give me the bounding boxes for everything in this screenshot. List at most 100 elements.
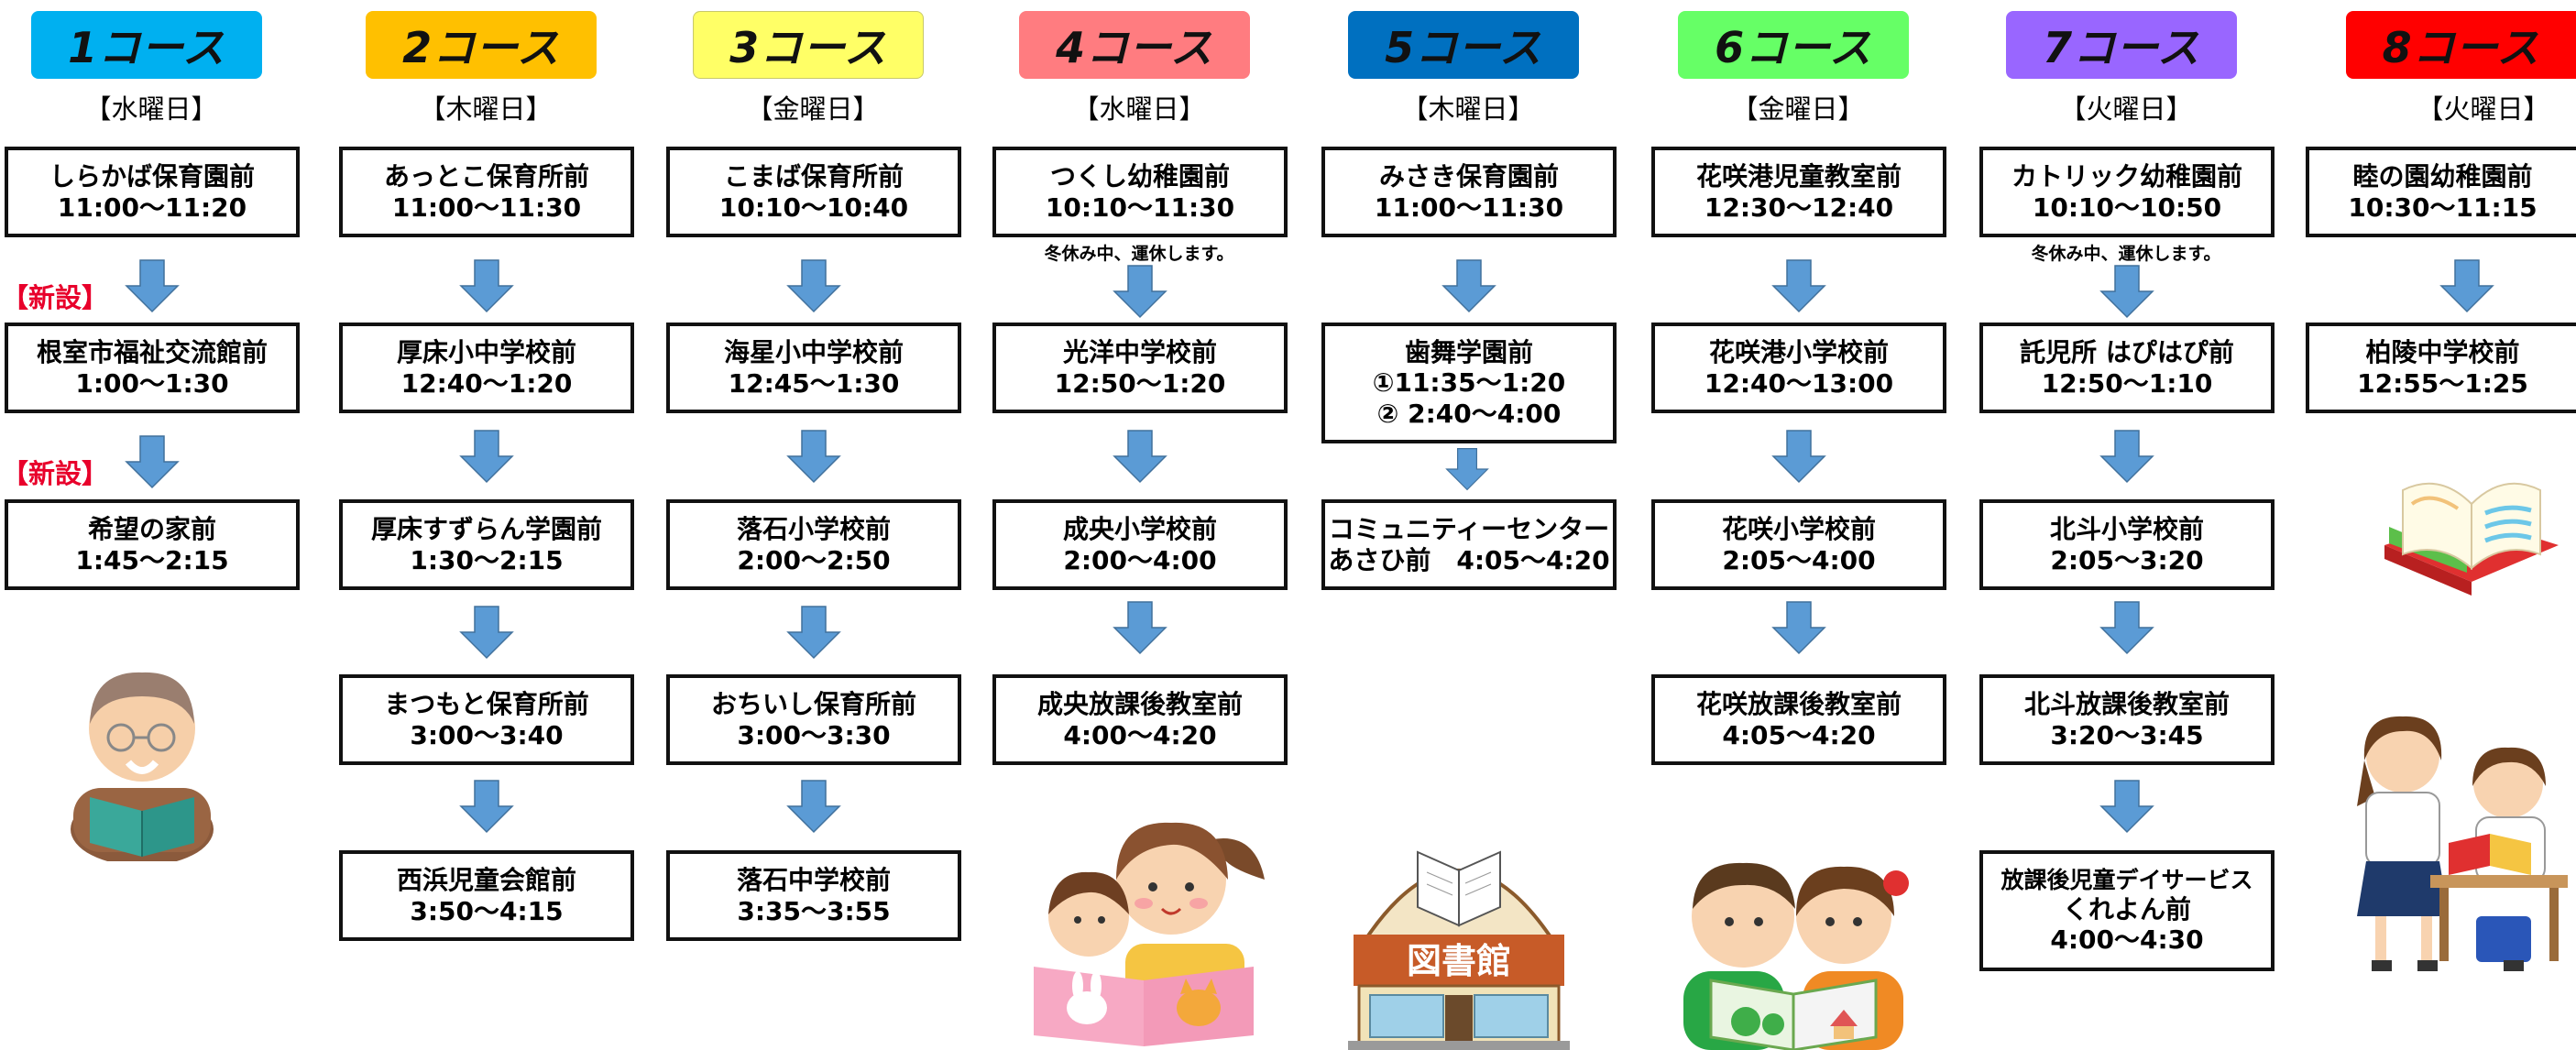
stop-name: 花咲港小学校前 — [1708, 337, 1889, 368]
open-book-icon — [2384, 482, 2559, 596]
stop-name-2: あさひ前 4:05〜4:20 — [1328, 544, 1610, 575]
course-7: 7コース 【火曜日】 カトリック幼稚園前 10:10〜10:50 冬休み中、運休… — [1975, 0, 2277, 1050]
stop-name: 海星小中学校前 — [723, 337, 904, 368]
course-8-day: 【火曜日】 — [2417, 93, 2550, 125]
course-6-day: 【金曜日】 — [1731, 93, 1865, 125]
students-reading-icon — [2357, 716, 2568, 971]
course-7-stop-5: 放課後児童デイサービス くれよん前 4:00〜4:30 — [1979, 850, 2275, 971]
course-2-stop-5: 西浜児童会館前 3:50〜4:15 — [339, 850, 634, 941]
course-7-badge: 7コース — [2006, 11, 2237, 79]
course-1-stop-2: 根室市福祉交流館前 1:00〜1:30 — [5, 323, 300, 413]
stop-name: 放課後児童デイサービス — [2001, 867, 2253, 894]
down-arrow-icon — [2439, 258, 2494, 313]
suspension-note: 冬休み中、運休します。 — [2031, 244, 2221, 264]
stop-time: 2:00〜2:50 — [737, 544, 891, 575]
course-2-stop-1: あっとこ保育所前 11:00〜11:30 — [339, 147, 634, 237]
course-7-stop-3: 北斗小学校前 2:05〜3:20 — [1979, 499, 2275, 590]
course-3-stop-3: 落石小学校前 2:00〜2:50 — [666, 499, 961, 590]
down-arrow-icon — [459, 605, 514, 660]
down-arrow-icon — [1771, 600, 1826, 655]
stop-time: 12:55〜1:25 — [2357, 367, 2528, 399]
down-arrow-icon — [786, 605, 841, 660]
stop-name: 希望の家前 — [87, 514, 216, 545]
stop-time: 1:30〜2:15 — [410, 544, 564, 575]
course-4-stop-2: 光洋中学校前 12:50〜1:20 — [992, 323, 1288, 413]
stop-time: 10:30〜11:15 — [2348, 191, 2538, 223]
elderly-reading-icon — [71, 672, 214, 861]
course-3-stop-2: 海星小中学校前 12:45〜1:30 — [666, 323, 961, 413]
course-2-stop-3: 厚床すずらん学園前 1:30〜2:15 — [339, 499, 634, 590]
stop-name: 歯舞学園前 — [1404, 337, 1533, 368]
course-3-stop-1: こまば保育所前 10:10〜10:40 — [666, 147, 961, 237]
stop-name: つくし幼稚園前 — [1049, 161, 1230, 192]
stop-time: 12:45〜1:30 — [728, 367, 900, 399]
stop-name: みさき保育園前 — [1378, 161, 1559, 192]
course-1-badge: 1コース — [31, 11, 262, 79]
stop-name: カトリック幼稚園前 — [2011, 161, 2242, 192]
course-5-stop-1: みさき保育園前 11:00〜11:30 — [1321, 147, 1617, 237]
stop-name: 厚床小中学校前 — [396, 337, 576, 368]
stop-name: あっとこ保育所前 — [383, 161, 589, 192]
course-5: 5コース 【木曜日】 みさき保育園前 11:00〜11:30 歯舞学園前 ①11… — [1317, 0, 1619, 1050]
down-arrow-icon — [459, 258, 514, 313]
stop-name: 西浜児童会館前 — [396, 865, 576, 896]
course-6-stop-1: 花咲港児童教室前 12:30〜12:40 — [1651, 147, 1946, 237]
stop-name: まつもと保育所前 — [384, 689, 589, 720]
down-arrow-icon — [2099, 429, 2154, 484]
course-5-day: 【木曜日】 — [1401, 93, 1535, 125]
course-4: 4コース 【水曜日】 つくし幼稚園前 10:10〜11:30 冬休み中、運休しま… — [988, 0, 1290, 1050]
down-arrow-icon — [786, 779, 841, 834]
down-arrow-icon — [2099, 779, 2154, 834]
stop-name: 成央放課後教室前 — [1036, 689, 1243, 720]
course-6-badge: 6コース — [1678, 11, 1909, 79]
down-arrow-icon — [459, 779, 514, 834]
course-5-stop-2: 歯舞学園前 ①11:35〜1:20 ② 2:40〜4:00 — [1321, 323, 1617, 443]
stop-time-2: ② 2:40〜4:00 — [1376, 398, 1562, 429]
down-arrow-icon — [786, 429, 841, 484]
stop-time: 3:35〜3:55 — [737, 895, 891, 926]
course-4-stop-1: つくし幼稚園前 10:10〜11:30 — [992, 147, 1288, 237]
down-arrow-icon — [1113, 264, 1167, 319]
stop-name: 根室市福祉交流館前 — [36, 337, 268, 368]
down-arrow-icon — [1113, 600, 1167, 655]
course-3-day: 【金曜日】 — [746, 93, 880, 125]
course-6: 6コース 【金曜日】 花咲港児童教室前 12:30〜12:40 花咲港小学校前 … — [1647, 0, 1949, 1050]
new-tag: 【新設】 — [2, 282, 109, 313]
stop-time: 12:50〜1:20 — [1054, 367, 1226, 399]
stop-name: 睦の園幼稚園前 — [2352, 161, 2533, 192]
course-2-day: 【木曜日】 — [419, 93, 553, 125]
course-6-stop-2: 花咲港小学校前 12:40〜13:00 — [1651, 323, 1946, 413]
stop-time: 2:00〜4:00 — [1063, 544, 1217, 575]
course-2-stop-2: 厚床小中学校前 12:40〜1:20 — [339, 323, 634, 413]
stop-name: おちいし保育所前 — [710, 689, 916, 720]
stop-name: 花咲港児童教室前 — [1695, 161, 1902, 192]
down-arrow-icon — [1771, 258, 1826, 313]
stop-time: 10:10〜10:40 — [718, 191, 909, 223]
course-5-badge: 5コース — [1348, 11, 1579, 79]
stop-time: 4:05〜4:20 — [1722, 719, 1876, 750]
down-arrow-icon — [786, 258, 841, 313]
course-2-stop-4: まつもと保育所前 3:00〜3:40 — [339, 674, 634, 765]
course-6-stop-4: 花咲放課後教室前 4:05〜4:20 — [1651, 674, 1946, 765]
course-1: 1コース 【水曜日】 しらかば保育園前 11:00〜11:20 【新設】 根室市… — [0, 0, 302, 1050]
stop-name: 成央小学校前 — [1062, 514, 1217, 545]
stop-time: 4:00〜4:20 — [1063, 719, 1217, 750]
course-1-stop-3: 希望の家前 1:45〜2:15 — [5, 499, 300, 590]
course-3-stop-4: おちいし保育所前 3:00〜3:30 — [666, 674, 961, 765]
course-4-stop-3: 成央小学校前 2:00〜4:00 — [992, 499, 1288, 590]
library-building-icon: 図書館 — [1348, 850, 1570, 1050]
stop-name: 花咲放課後教室前 — [1695, 689, 1902, 720]
course-1-stop-1: しらかば保育園前 11:00〜11:20 — [5, 147, 300, 237]
down-arrow-icon — [2099, 264, 2154, 319]
stop-time: 3:00〜3:30 — [737, 719, 891, 750]
stop-name: 託児所 はぴはぴ前 — [2020, 337, 2234, 368]
course-4-stop-4: 成央放課後教室前 4:00〜4:20 — [992, 674, 1288, 765]
stop-time: 11:00〜11:30 — [391, 191, 582, 223]
stop-time: 12:40〜1:20 — [400, 367, 573, 399]
stop-time: 4:00〜4:30 — [2050, 924, 2204, 955]
stop-name: 光洋中学校前 — [1062, 337, 1217, 368]
stop-name-2: くれよん前 — [2062, 893, 2191, 924]
stop-time: 1:45〜2:15 — [75, 544, 229, 575]
course-1-day: 【水曜日】 — [84, 93, 218, 125]
down-arrow-icon — [1441, 258, 1496, 313]
